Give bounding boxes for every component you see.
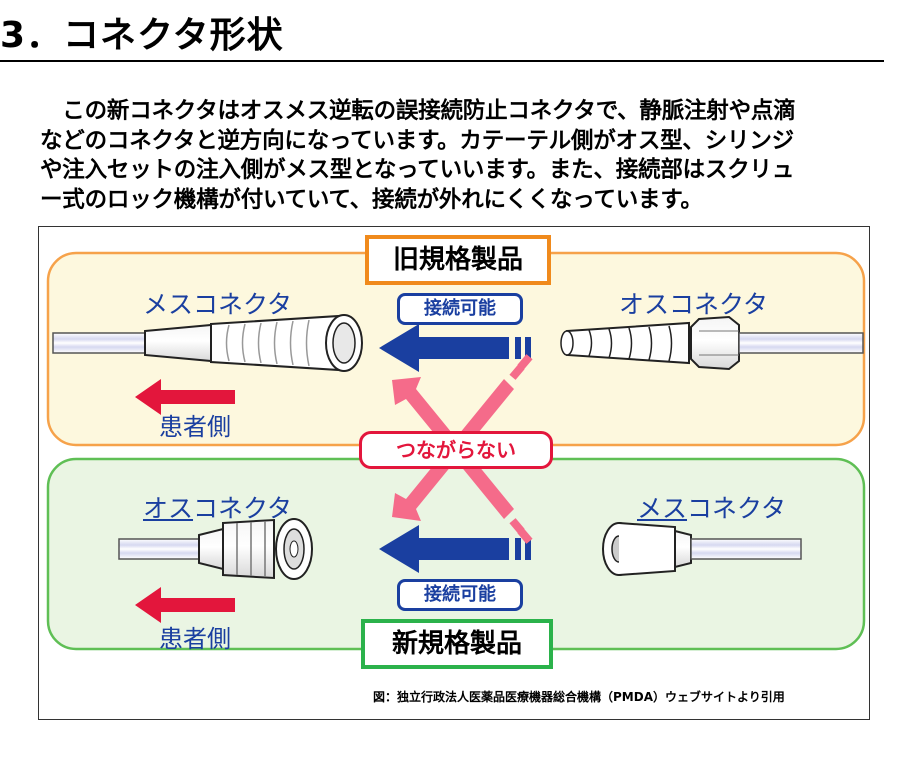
new-male-label: オスコネクタ: [143, 489, 292, 525]
new-female-label-emphasis: メス: [637, 495, 688, 523]
patient-side-label-old: 患者側: [159, 414, 231, 441]
heading-underline: [0, 60, 884, 62]
body-line: ー式のロック機構が付いていて、接続が外れにくくなっています。: [40, 186, 703, 213]
patient-arrow-new: [135, 587, 235, 623]
old-standard-title: 旧規格製品: [365, 235, 551, 285]
figure-caption: 図：独立行政法人医薬品医療機器総合機構（PMDA）ウェブサイトより引用: [373, 690, 785, 704]
old-female-connector: [52, 314, 363, 372]
connect-arrow-old: [379, 324, 531, 372]
patient-arrow-old: [135, 379, 235, 415]
new-female-label: メスコネクタ: [637, 489, 786, 525]
new-female-connector: [602, 522, 802, 576]
connect-arrow-new: [379, 525, 531, 573]
new-male-label-emphasis: オス: [143, 495, 194, 523]
patient-side-label-new: 患者側: [159, 626, 231, 653]
new-female-label-rest: コネクタ: [687, 495, 787, 523]
new-male-label-rest: コネクタ: [193, 495, 293, 523]
body-paragraph: この新コネクタはオスメス逆転の誤接続防止コネクタで、静脈注射や点滴 などのコネク…: [40, 97, 870, 215]
section-heading: 3．コネクタ形状: [0, 15, 284, 56]
old-female-label: メスコネクタ: [143, 291, 293, 319]
connect-ok-tag-new: 接続可能: [397, 579, 523, 611]
body-line: この新コネクタはオスメス逆転の誤接続防止コネクタで、静脈注射や点滴: [40, 98, 796, 124]
connector-diagram: 旧規格製品 新規格製品 メスコネクタ オスコネクタ オスコネクタ メスコネクタ …: [38, 226, 870, 720]
no-connect-tag: つながらない: [359, 431, 553, 469]
new-standard-title: 新規格製品: [361, 619, 553, 669]
new-male-connector: [118, 518, 313, 580]
diagram-graphics: [46, 251, 866, 651]
old-male-label: オスコネクタ: [619, 291, 769, 319]
body-line: などのコネクタと逆方向になっています。カテーテル側がオス型、シリンジ: [40, 127, 794, 154]
connect-ok-tag-old: 接続可能: [397, 293, 523, 325]
body-line: や注入セットの注入側がメス型となっていいます。また、接続部はスクリュ: [40, 157, 795, 183]
old-male-connector: [560, 315, 864, 371]
